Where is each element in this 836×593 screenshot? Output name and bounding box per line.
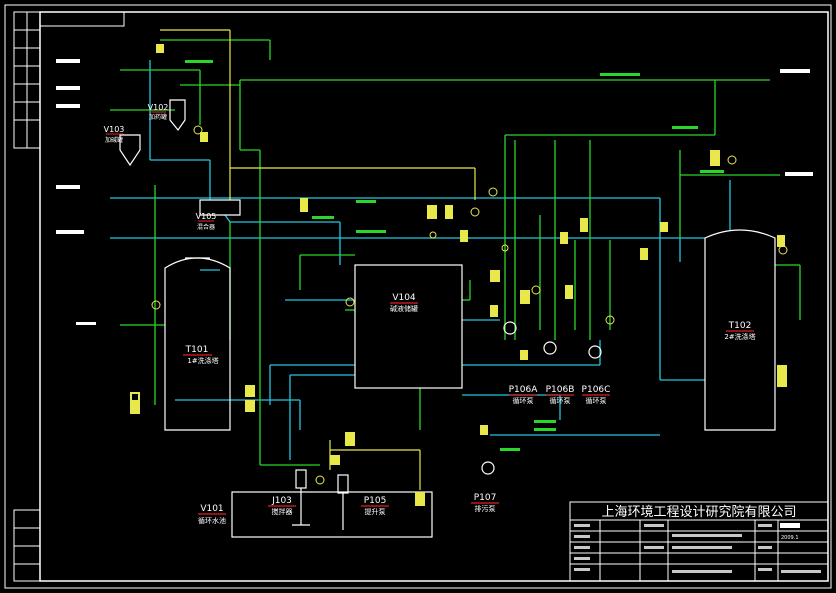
top-revision-box bbox=[39, 11, 125, 27]
vessel-v103 bbox=[119, 134, 141, 167]
name-p106b: 循环泵 bbox=[550, 396, 571, 405]
equipment-labels: T101 1#洗涤塔 T102 2#洗涤塔 V104 碱液储罐 V103 加碱罐… bbox=[104, 103, 756, 525]
inner-border bbox=[39, 11, 829, 582]
name-j103: 搅拌器 bbox=[272, 507, 293, 516]
outer-border bbox=[4, 4, 832, 589]
tank-v104 bbox=[354, 264, 463, 389]
pipe-spec-labels bbox=[185, 60, 724, 451]
name-t101: 1#洗涤塔 bbox=[187, 356, 218, 365]
equipment-outlines bbox=[119, 99, 776, 538]
name-v104: 碱液储罐 bbox=[390, 304, 418, 313]
tower-t102 bbox=[704, 229, 776, 431]
left-revision-strip bbox=[13, 11, 41, 582]
line-number-tags bbox=[56, 59, 813, 325]
pump-p107-symbol bbox=[481, 461, 495, 475]
tag-j103: J103 bbox=[271, 496, 292, 506]
name-v103: 加碱罐 bbox=[105, 136, 123, 144]
tag-p106c: P106C bbox=[582, 385, 611, 395]
name-t102: 2#洗涤塔 bbox=[724, 332, 755, 341]
tag-v105: V105 bbox=[196, 212, 217, 221]
instrument-bubbles bbox=[151, 125, 788, 485]
tag-t101: T101 bbox=[185, 345, 209, 355]
name-p106a: 循环泵 bbox=[513, 396, 534, 405]
pit-v101 bbox=[231, 491, 433, 538]
name-v105: 混合器 bbox=[197, 223, 215, 231]
tag-p106b: P106B bbox=[546, 385, 575, 395]
tag-v101: V101 bbox=[200, 504, 223, 514]
instrument-tags bbox=[130, 44, 787, 506]
name-v102: 加药罐 bbox=[149, 113, 167, 121]
name-v101: 循环水池 bbox=[198, 516, 226, 525]
tag-v102: V102 bbox=[148, 103, 169, 112]
name-p106c: 循环泵 bbox=[586, 396, 607, 405]
name-p105: 提升泵 bbox=[365, 507, 386, 516]
title-block-text-bars bbox=[574, 524, 821, 573]
process-lines-green bbox=[110, 39, 801, 466]
tower-t101 bbox=[164, 257, 231, 431]
mixer-v105 bbox=[199, 199, 241, 216]
vessel-v102 bbox=[169, 99, 186, 132]
drawing-date: 2009.1 bbox=[781, 535, 799, 541]
name-p107: 排污泵 bbox=[475, 504, 496, 513]
tag-t102: T102 bbox=[728, 321, 752, 331]
company-name: 上海环境工程设计研究院有限公司 bbox=[601, 505, 796, 520]
tag-v103: V103 bbox=[104, 125, 125, 134]
tag-p107: P107 bbox=[474, 493, 497, 503]
title-block bbox=[569, 501, 829, 582]
process-lines-yellow bbox=[160, 29, 476, 490]
title-block-fill bbox=[780, 523, 800, 528]
tag-p105: P105 bbox=[364, 496, 387, 506]
tag-v104: V104 bbox=[392, 293, 416, 303]
tag-p106a: P106A bbox=[509, 385, 539, 395]
